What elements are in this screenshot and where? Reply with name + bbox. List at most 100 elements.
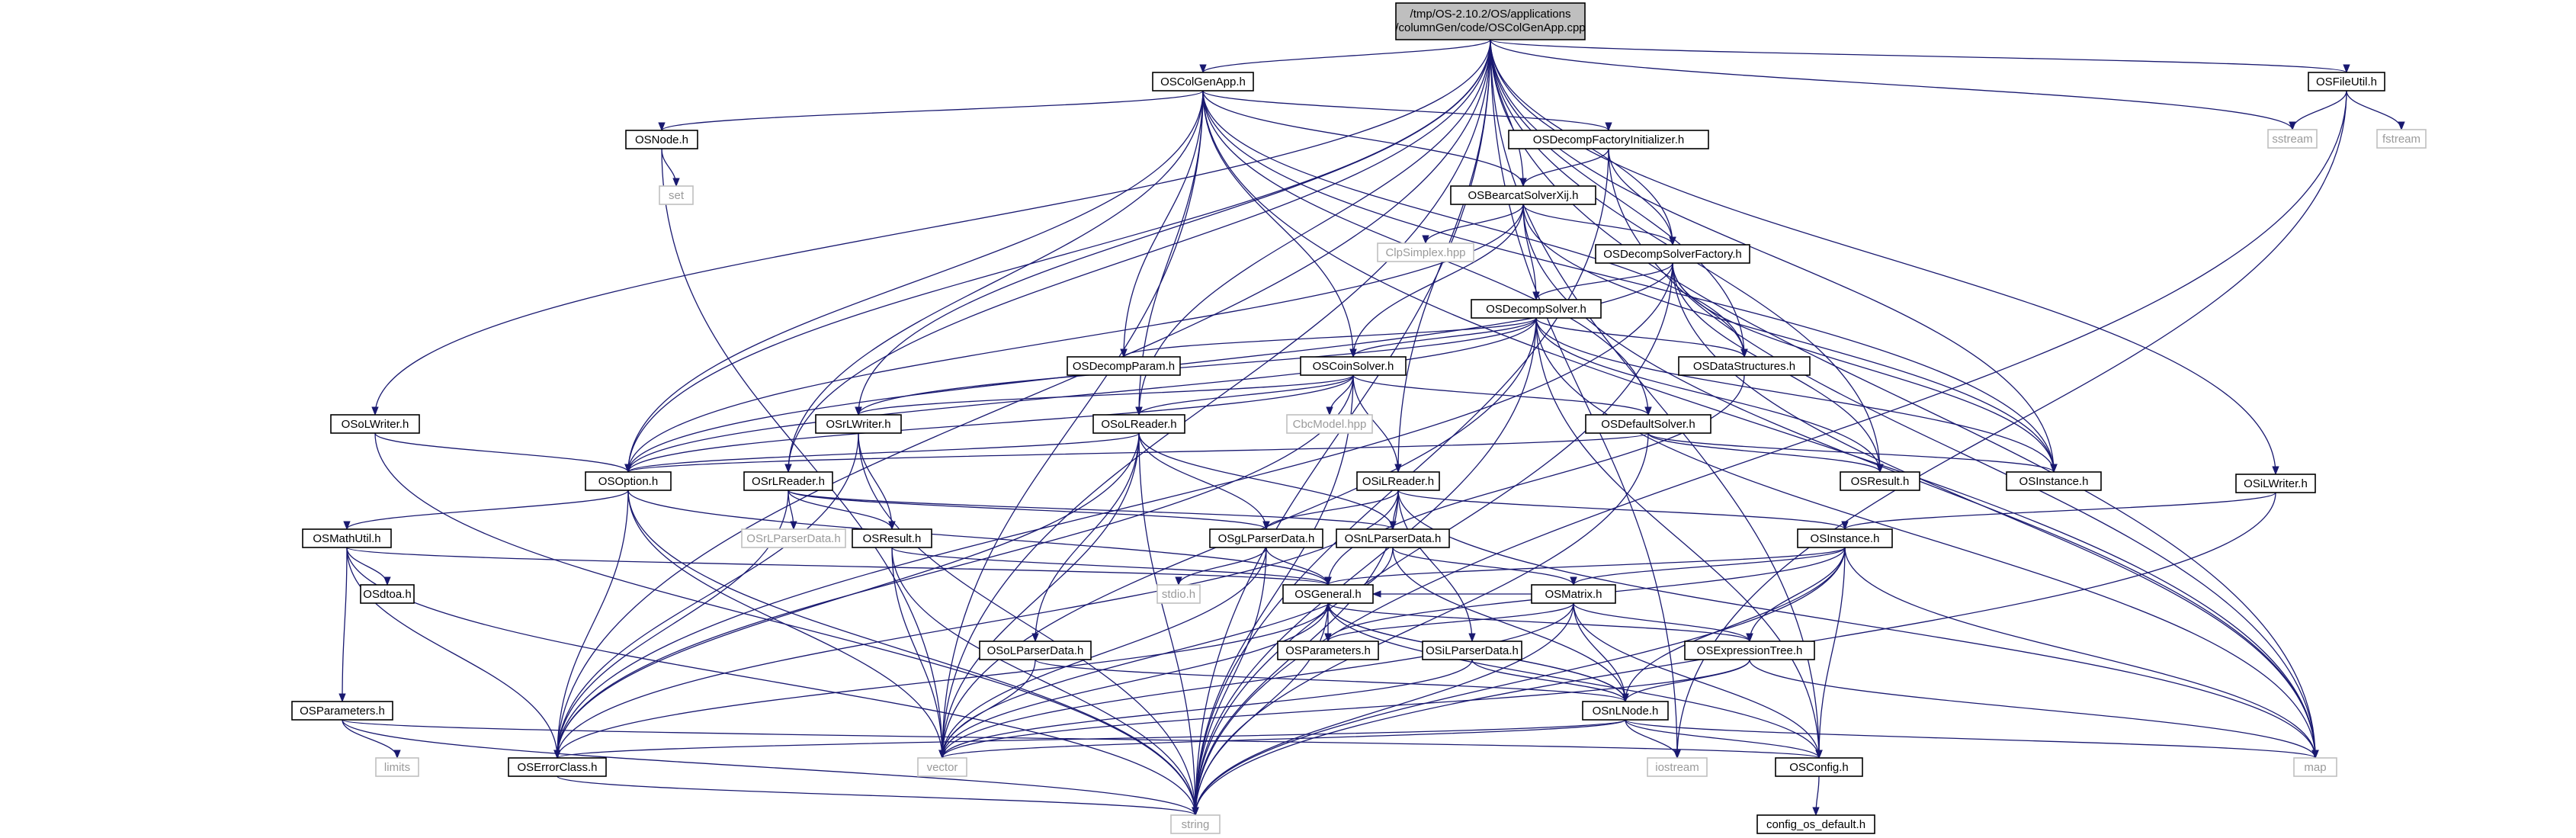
node-vector: vector [917,757,967,777]
node-osglparserdata[interactable]: OSgLParserData.h [1209,528,1323,548]
edge-osnlparserdata-to-osmatrix [1392,547,1577,586]
edge-osgeneral-to-osconfig [1327,602,1823,759]
node-osilparserdata[interactable]: OSiLParserData.h [1422,641,1522,660]
node-coinsolver[interactable]: OSCoinSolver.h [1300,356,1407,376]
edge-osexpressiontree-to-vector [938,659,1750,759]
node-label-osnode: OSNode.h [635,133,688,146]
node-datastructures[interactable]: OSDataStructures.h [1678,356,1811,376]
node-box-coinsolver [1300,356,1407,376]
node-decompparam[interactable]: OSDecompParam.h [1067,356,1181,376]
edge-factoryinit-to-solverfactory [1608,148,1676,246]
node-clpsimplex: ClpSimplex.hpp [1377,242,1474,262]
node-osolparserdata[interactable]: OSoLParserData.h [979,641,1092,660]
edge-bearcat-to-solverfactory [1522,204,1676,246]
node-oserrorclass[interactable]: OSErrorClass.h [508,757,607,777]
node-osrlreader[interactable]: OSrLReader.h [743,471,833,491]
node-box-colgenapp [1152,72,1254,92]
node-osilreader[interactable]: OSiLReader.h [1356,471,1440,491]
node-box-osresult_h [852,528,932,548]
edge-coinsolver-to-defaultsolver [1352,374,1652,416]
edge-osglparserdata-to-stdio [1175,547,1267,586]
node-label-osinstance_a: OSInstance.h [2019,475,2089,488]
node-solverfactory[interactable]: OSDecompSolverFactory.h [1595,244,1750,264]
edge-root-to-osconfig [1490,39,1823,759]
edge-osolparserdata-to-osnlnode [1035,659,1629,703]
node-osnlparserdata[interactable]: OSnLParserData.h [1336,528,1450,548]
edge-osinstance_b-to-osmatrix [1570,547,1846,586]
node-osexpressiontree[interactable]: OSExpressionTree.h [1684,641,1815,660]
edge-osoption-to-vector [627,490,946,759]
node-label-vector: vector [927,761,958,774]
edge-coinsolver-to-osolreader [1135,374,1354,416]
node-defaultsolver[interactable]: OSDefaultSolver.h [1585,414,1711,434]
edge-osexpressiontree-to-map [1749,659,2319,759]
node-decompsolver[interactable]: OSDecompSolver.h [1471,299,1602,319]
edge-osnlparserdata-to-vector [938,547,1394,759]
node-colgenapp[interactable]: OSColGenApp.h [1152,72,1254,92]
node-osoption[interactable]: OSOption.h [585,471,672,491]
edge-osmathutil-to-oserrorclass [346,547,561,759]
edge-colgenapp-to-osinstance_a [1202,90,2058,474]
node-oslwriter[interactable]: OSoLWriter.h [330,414,420,434]
node-osnlnode[interactable]: OSnLNode.h [1582,701,1669,721]
edge-decompsolver-to-osresult [1535,317,1884,474]
node-label-coinsolver: OSCoinSolver.h [1313,360,1394,373]
edge-osglparserdata-to-vector [938,547,1267,759]
node-label-defaultsolver: OSDefaultSolver.h [1601,418,1695,431]
node-label-osolreader: OSoLReader.h [1101,418,1176,431]
node-label-osglparserdata: OSgLParserData.h [1218,532,1315,545]
node-osrlparserdata: OSrLParserData.h [741,528,846,548]
edge-decompsolver-to-string [1192,317,1537,817]
node-bearcat[interactable]: OSBearcatSolverXij.h [1450,185,1596,205]
node-osolreader[interactable]: OSoLReader.h [1092,414,1185,434]
node-box-limits [375,757,419,777]
node-osdtoa[interactable]: OSdtoa.h [360,584,415,604]
node-label-configdefault: config_os_default.h [1766,818,1865,831]
edge-coinsolver-to-osoption [624,374,1354,474]
node-factoryinit[interactable]: OSDecompFactoryInitializer.h [1508,130,1709,149]
edge-osolreader-to-vector [938,432,1140,759]
node-label-sstream: sstream [2272,133,2312,146]
node-osmathutil[interactable]: OSMathUtil.h [302,528,392,548]
edge-coinsolver-to-osilreader [1352,374,1402,474]
edge-bearcat-to-osinstance_a [1522,204,2058,474]
node-label-osparameters_b: OSParameters.h [300,705,385,718]
node-osilwriter[interactable]: OSiLWriter.h [2235,474,2316,493]
node-osgeneral[interactable]: OSGeneral.h [1282,584,1374,604]
node-osrlwriter[interactable]: OSrLWriter.h [815,414,902,434]
node-fileutil[interactable]: OSFileUtil.h [2308,72,2385,92]
node-box-decompsolver [1471,299,1602,319]
node-osresult_h[interactable]: OSResult.h [852,528,932,548]
node-box-osinstance_a [2006,471,2102,491]
node-label-osrlreader: OSrLReader.h [752,475,825,488]
edge-colgenapp-to-factoryinit [1202,90,1612,132]
edge-decompsolver-to-decompparam [1120,317,1537,358]
node-configdefault[interactable]: config_os_default.h [1756,814,1875,834]
node-cbcmodel: CbcModel.hpp [1286,414,1373,434]
edge-osilreader-to-osinstance_b [1397,490,1849,531]
edge-osolreader-to-osolparserdata [1031,432,1140,643]
edge-osnlnode-to-iostream [1625,719,1681,759]
node-box-osresult [1840,471,1920,491]
node-label-osilwriter: OSiLWriter.h [2244,477,2308,490]
node-osparameters_b[interactable]: OSParameters.h [291,701,393,721]
node-box-cbcmodel [1286,414,1373,434]
edge-osmatrix-to-string [1192,602,1574,817]
edge-osresult_h-to-string [891,547,1199,817]
edge-colgenapp-to-vector [938,90,1204,759]
node-osinstance_b[interactable]: OSInstance.h [1797,528,1893,548]
node-osnode[interactable]: OSNode.h [625,130,698,149]
node-osmatrix[interactable]: OSMatrix.h [1531,584,1616,604]
node-osparameters_a[interactable]: OSParameters.h [1277,641,1379,660]
node-label-limits: limits [384,761,410,774]
node-root[interactable]: /tmp/OS-2.10.2/OS/applications/columnGen… [1395,2,1586,40]
node-osconfig[interactable]: OSConfig.h [1775,757,1863,777]
edge-osoption-to-string [627,490,1199,817]
edge-osrlwriter-to-osresult_h [858,432,896,531]
edge-bearcat-to-coinsolver [1349,204,1524,358]
node-label-colgenapp: OSColGenApp.h [1160,75,1246,88]
edge-osmatrix-to-osparameters_a [1324,602,1574,643]
node-osinstance_a[interactable]: OSInstance.h [2006,471,2102,491]
node-box-osmatrix [1531,584,1616,604]
node-osresult[interactable]: OSResult.h [1840,471,1920,491]
